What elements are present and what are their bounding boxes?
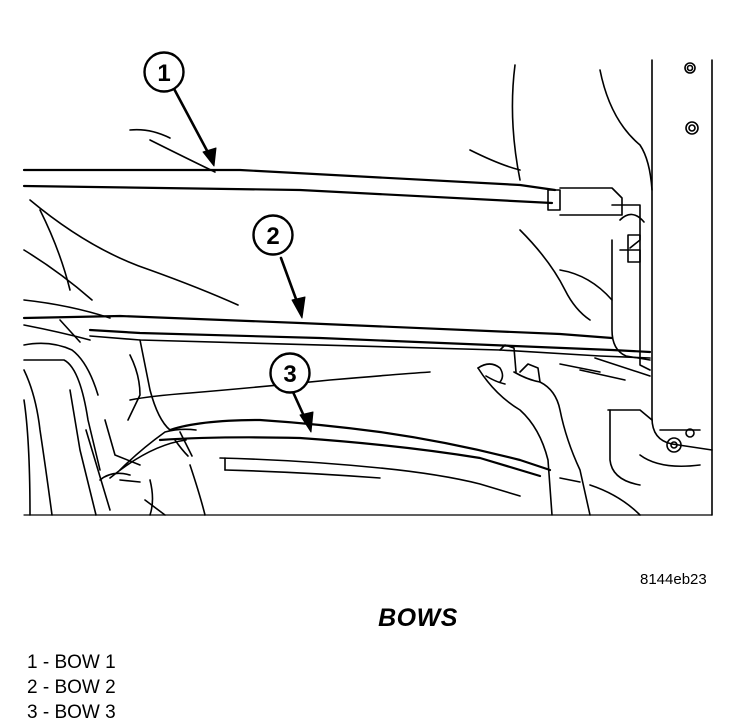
callout-leaders — [170, 83, 314, 433]
vehicle-body-left — [23, 342, 141, 516]
hand-illustration — [477, 344, 591, 516]
legend: 1 - BOW 1 2 - BOW 2 3 - BOW 3 — [27, 650, 116, 725]
headliner-fabric — [23, 199, 591, 401]
bow-2-rail — [22, 314, 652, 431]
callout-2-label: 2 — [266, 223, 279, 250]
bow-3-rail — [109, 418, 552, 483]
legend-item-bow-1: 1 - BOW 1 — [27, 652, 116, 673]
pillar-structure — [511, 59, 713, 516]
pillar-bolt-icons — [666, 62, 699, 453]
legend-item-bow-2: 2 - BOW 2 — [27, 677, 116, 698]
callout-1: 1 — [143, 51, 185, 93]
callout-2: 2 — [252, 214, 294, 256]
bows-illustration: 1 2 3 — [22, 51, 713, 516]
figure-title: BOWS — [378, 604, 458, 632]
callout-1-label: 1 — [157, 60, 170, 87]
legend-item-bow-3: 3 - BOW 3 — [27, 702, 116, 723]
figure-id-code: 8144eb23 — [640, 571, 707, 588]
rear-deck — [23, 457, 713, 516]
callout-3-label: 3 — [283, 361, 296, 388]
callout-3: 3 — [269, 352, 311, 394]
bow-1-rail — [22, 128, 557, 205]
